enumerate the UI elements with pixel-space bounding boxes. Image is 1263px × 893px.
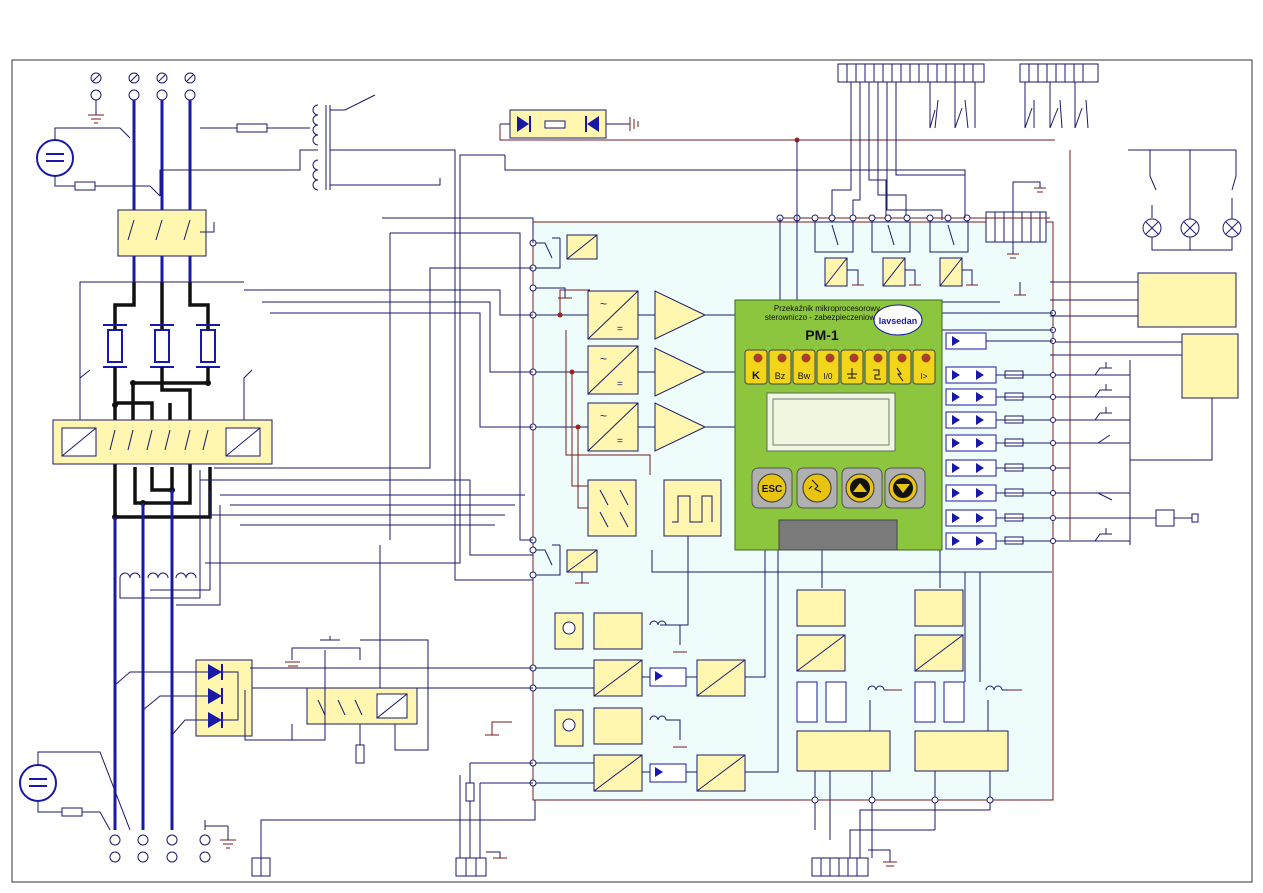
dc-source-icon	[36, 139, 74, 177]
key-label-bz: Bz	[775, 371, 786, 381]
dc-source-icon	[19, 764, 57, 802]
input-optocouplers	[945, 310, 1199, 550]
logo-text: lavsedan	[879, 316, 918, 326]
panel-right-wires	[942, 301, 1053, 342]
rectifier-bridge	[195, 659, 253, 737]
led-indicator	[777, 353, 787, 363]
svg-text:~: ~	[600, 297, 607, 311]
svg-text:=: =	[617, 324, 623, 335]
led-indicator	[849, 353, 859, 363]
indicator-keys[interactable]: K Bz Bw I/0 I>	[744, 349, 936, 385]
right-terminal-group	[985, 181, 1047, 259]
earth-fault-icon	[847, 368, 857, 379]
fuse-l3	[200, 329, 216, 363]
led-indicator	[873, 353, 883, 363]
svg-text:=: =	[617, 436, 623, 447]
panel-model: PM-1	[805, 327, 839, 343]
pm1-relay-panel: Przekaźnik mikroprocesorowy sterowniczo …	[734, 299, 943, 551]
main-disconnector	[117, 209, 207, 257]
svg-text:~: ~	[600, 409, 607, 423]
led-indicator	[825, 353, 835, 363]
top-terminal-strip-right	[1019, 63, 1099, 129]
current-transformers	[119, 470, 221, 606]
external-module-a	[1137, 272, 1237, 328]
arrow-down-icon	[896, 484, 910, 493]
top-terminals	[88, 72, 196, 124]
key-label-overcurrent: I>	[921, 372, 928, 381]
signal-lamps	[1069, 149, 1242, 540]
led-indicator	[921, 353, 931, 363]
voltage-transformer	[159, 94, 533, 581]
analog-input-chain: ~ = ~ = ~ =	[529, 289, 735, 509]
bottom-terminals	[109, 820, 236, 863]
led-indicator	[753, 353, 763, 363]
communication-port	[778, 519, 898, 551]
key-label-k: K	[752, 370, 760, 382]
panel-name-line2: sterowniczo - zabezpieczeniowy	[765, 313, 879, 322]
svg-text:=: =	[617, 379, 623, 390]
enter-icon	[808, 479, 822, 493]
power-section	[19, 72, 536, 877]
svg-text:~: ~	[600, 352, 607, 366]
key-label-bw: Bw	[798, 371, 811, 381]
fuse-l1	[107, 329, 123, 363]
led-indicator	[897, 353, 907, 363]
output-relays	[776, 140, 1050, 300]
voltage-icon	[896, 367, 904, 382]
esc-button-label: ESC	[762, 484, 783, 495]
fuse-l2	[154, 329, 170, 363]
key-label-io: I/0	[824, 372, 833, 381]
thermal-icon	[873, 369, 881, 380]
manufacturer-logo	[873, 304, 923, 336]
auxiliary-relays	[529, 234, 722, 626]
lcd-display	[766, 392, 896, 452]
lower-measurement-chain	[250, 550, 779, 877]
top-terminal-strip-left	[831, 63, 985, 220]
left-signal-wires	[200, 154, 966, 690]
control-circuit	[244, 636, 429, 764]
led-indicator	[801, 353, 811, 363]
external-module-b	[1181, 333, 1239, 399]
arrow-up-icon	[853, 483, 867, 492]
output-drivers	[533, 550, 1053, 877]
panel-name-line1: Przekaźnik mikroprocesorowy	[774, 304, 880, 313]
